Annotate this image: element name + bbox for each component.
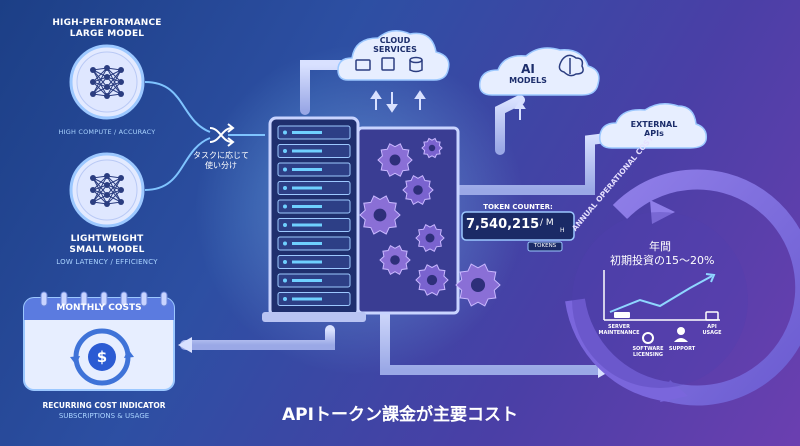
token-counter-unit-2: H	[560, 227, 565, 234]
large-model-node	[69, 44, 145, 120]
annual-item-label: USAGE	[702, 330, 722, 336]
monthly-caption-1: RECURRING COST INDICATOR	[42, 401, 166, 410]
neural-network-icon	[90, 65, 124, 99]
annual-headline-2: 初期投資の15～20%	[610, 254, 715, 267]
token-counter-label: TOKEN COUNTER:	[483, 203, 553, 211]
routing-lines	[144, 81, 265, 191]
large-model-caption: HIGH COMPUTE / ACCURACY	[58, 128, 156, 136]
token-counter-box	[461, 211, 575, 252]
routing-label-1: タスクに応じて	[193, 151, 249, 160]
footer-title: APIトークン課金が主要コスト	[282, 405, 518, 425]
cloud-services-label-1: CLOUD	[379, 36, 411, 45]
annual-item-label: API	[707, 324, 717, 330]
gear-cluster	[359, 137, 501, 307]
cloud-icons	[355, 56, 423, 73]
small-model-title-1: LIGHTWEIGHT	[70, 234, 144, 244]
external-apis-label-1: EXTERNAL	[630, 120, 678, 129]
small-model-node	[69, 152, 145, 228]
external-apis-cloud	[599, 103, 708, 149]
external-apis-label-2: APIs	[644, 129, 664, 138]
small-model-caption: LOW LATENCY / EFFICIENCY	[56, 258, 158, 266]
token-counter-value: 7,540,215	[466, 217, 540, 232]
growth-chart-icon	[603, 270, 720, 321]
annual-item-label: SOFTWARE	[632, 346, 664, 352]
annual-item-label: SERVER	[607, 324, 630, 330]
token-counter-unit: / M	[540, 218, 554, 228]
ai-models-cloud	[479, 47, 600, 96]
annual-headline-1: 年間	[649, 240, 671, 253]
routing-label-2: 使い分け	[205, 161, 237, 170]
annual-item-icons	[614, 311, 719, 344]
recurring-dollar-icon	[70, 328, 134, 386]
large-model-title-2: LARGE MODEL	[69, 29, 145, 39]
annual-item-label: LICENSING	[632, 352, 664, 358]
annual-cost-ring	[565, 169, 800, 406]
annual-item-label: SUPPORT	[668, 346, 696, 352]
flow-arrows	[370, 90, 526, 120]
brain-icon	[558, 54, 584, 77]
cloud-services-cloud	[337, 30, 450, 81]
shuffle-icon	[209, 123, 235, 147]
tokens-tag: TOKENS	[533, 243, 557, 249]
monthly-caption-2: SUBSCRIPTIONS & USAGE	[58, 412, 150, 420]
neural-network-icon	[90, 173, 124, 207]
annual-item-label: MAINTENANCE	[598, 330, 640, 336]
large-model-title-1: HIGH-PERFORMANCE	[52, 18, 162, 28]
ai-models-label-2: MODELS	[509, 76, 547, 85]
monthly-costs-title: MONTHLY COSTS	[56, 303, 142, 313]
dollar-symbol: $	[96, 348, 108, 366]
small-model-title-2: SMALL MODEL	[69, 245, 145, 255]
cloud-services-label-2: SERVICES	[373, 45, 417, 54]
ai-models-label-1: AI	[521, 62, 535, 76]
